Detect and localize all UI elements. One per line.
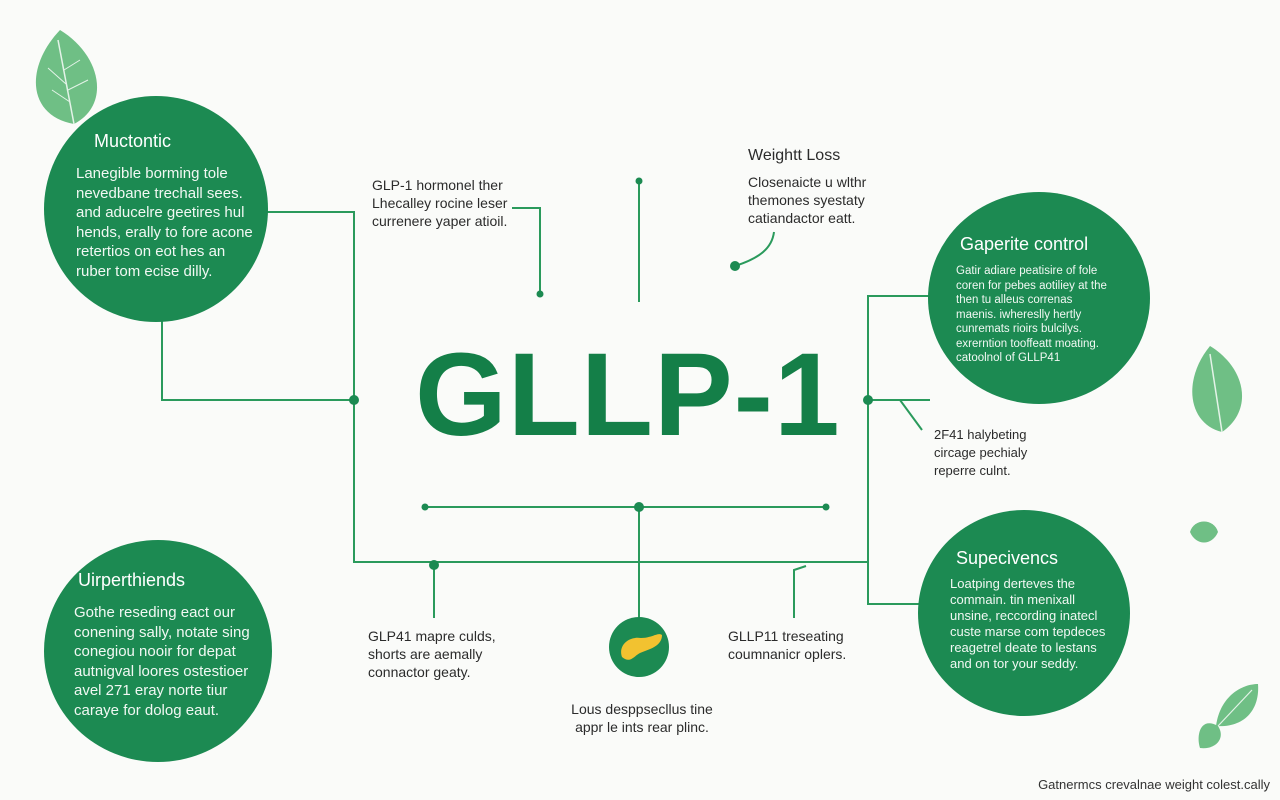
leaf-icon <box>35 30 98 125</box>
bottom-left-note: GLP41 mapre culds, shorts are aemally co… <box>368 628 496 680</box>
circle-body: Gatir adiare peatisire of fole coren for… <box>956 265 1107 364</box>
info-circle-top-left: Muctontic Lanegible borming tole nevedba… <box>44 96 268 322</box>
wire-weight <box>734 231 775 267</box>
info-circle-top-right: Gaperite control Gatir adiare peatisire … <box>928 192 1150 404</box>
node-right <box>863 395 873 405</box>
node-bar-right <box>822 503 830 511</box>
leaf-icon <box>1192 346 1243 433</box>
weight-loss-note: Closenaicte u wlthr themones syestaty ca… <box>748 174 867 226</box>
wire-right-bottom <box>867 562 922 605</box>
wire-side-note <box>868 399 923 431</box>
footer-caption: Gatnermcs crevalnae weight colest.cally <box>1038 777 1270 792</box>
node-top <box>635 177 643 185</box>
center-title: GLLP-1 <box>415 329 841 461</box>
wire-hormone <box>512 207 541 294</box>
wire-left-loop <box>161 320 354 401</box>
pancreas-icon <box>609 617 669 677</box>
bottom-right-note: GLLP11 treseating coumnanicr oplers. <box>728 628 847 662</box>
node-bar-center <box>634 502 644 512</box>
node-hormone <box>536 290 544 298</box>
circle-title: Supecivencs <box>956 548 1059 568</box>
info-circle-bottom-right: Supecivencs Loatping derteves the commai… <box>918 510 1130 716</box>
node-bottom-left <box>429 560 439 570</box>
node-weight <box>730 261 740 271</box>
side-note: 2F41 halybeting circage pechialy reperre… <box>934 427 1028 478</box>
circle-title: Uirperthiends <box>78 570 186 590</box>
node-left <box>349 395 359 405</box>
wire-left-top <box>258 211 930 563</box>
circle-title: Gaperite control <box>960 234 1089 254</box>
circle-body: Loatping derteves the commain. tin menix… <box>950 576 1106 671</box>
leaf-icon <box>1190 521 1218 543</box>
wire-bottom-right <box>793 565 807 618</box>
node-bar-left <box>421 503 429 511</box>
leaf-icon <box>1198 684 1259 749</box>
weight-loss-title: Weightt Loss <box>748 147 841 164</box>
circle-title: Muctontic <box>94 131 172 151</box>
info-circle-bottom-left: Uirperthiends Gothe reseding eact our co… <box>44 540 272 762</box>
circle-body: Gothe reseding eact our conening sally, … <box>74 604 250 719</box>
bottom-center-note: Lous desppsecllus tine appr le ints rear… <box>571 701 713 735</box>
hormone-note: GLP-1 hormonel ther Lhecalley rocine les… <box>372 177 508 229</box>
circle-body: Lanegible borming tole nevedbane trechal… <box>76 165 253 280</box>
